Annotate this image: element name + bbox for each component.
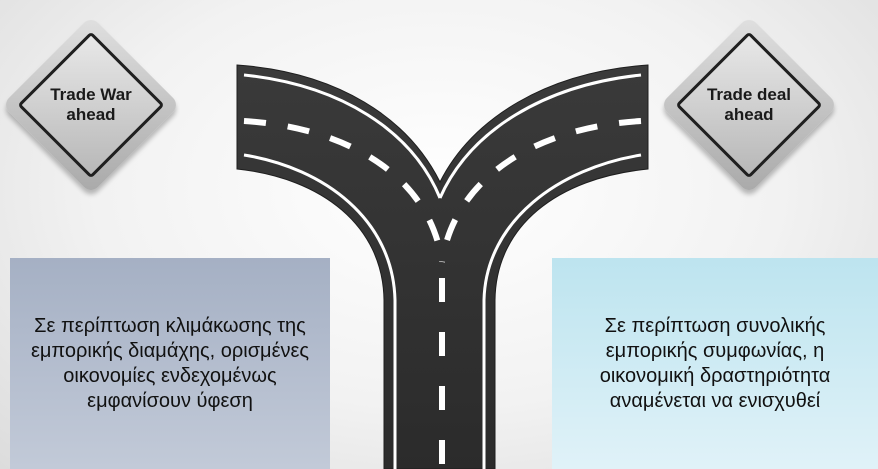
scenario-box-trade-deal: Σε περίπτωση συνολικής εμπορικής συμφωνί… (552, 258, 878, 469)
scenario-text-trade-war: Σε περίπτωση κλιμάκωσης της εμπορικής δι… (18, 314, 322, 414)
sign-label-trade-war: Trade War ahead (16, 85, 166, 125)
sign-label-trade-deal: Trade deal ahead (674, 85, 824, 125)
scenario-text-trade-deal: Σε περίπτωση συνολικής εμπορικής συμφωνί… (560, 314, 870, 414)
scenario-box-trade-war: Σε περίπτωση κλιμάκωσης της εμπορικής δι… (10, 258, 330, 469)
